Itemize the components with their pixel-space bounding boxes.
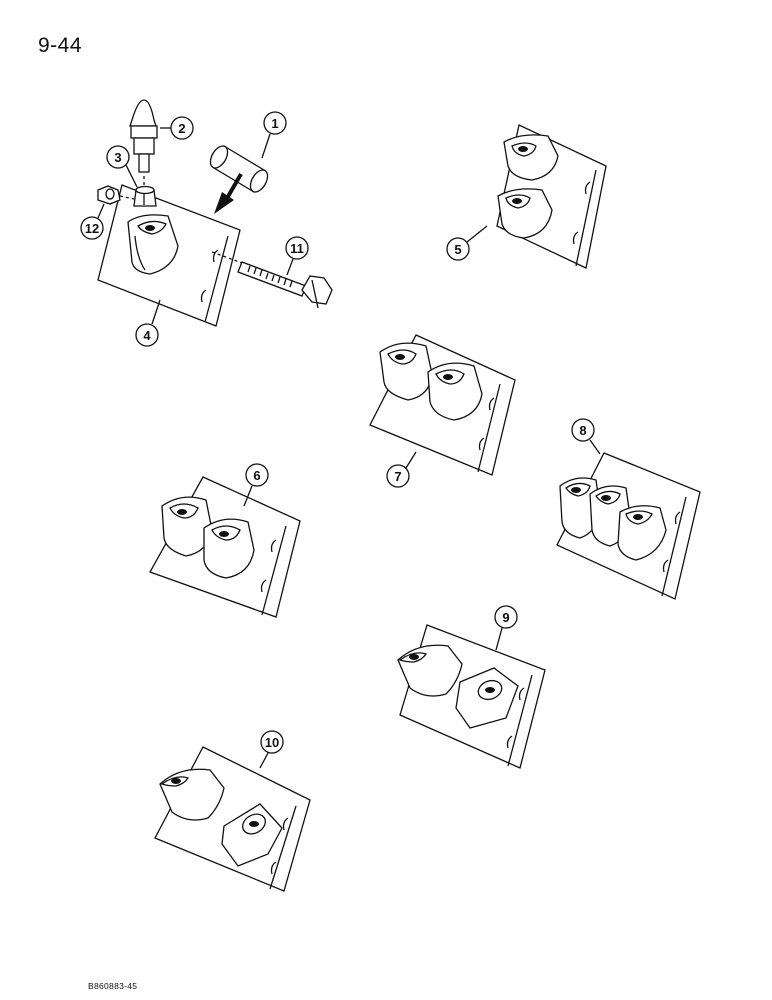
callout-5: 5 xyxy=(446,225,488,261)
callout-1: 1 xyxy=(261,111,287,159)
assembly-10 xyxy=(154,746,311,892)
callout-4: 4 xyxy=(135,299,161,347)
svg-text:12: 12 xyxy=(85,221,99,236)
install-direction-arrow-icon xyxy=(214,173,243,214)
svg-text:9: 9 xyxy=(502,610,509,625)
assembly-7 xyxy=(369,334,516,476)
svg-text:2: 2 xyxy=(178,121,185,136)
callout-9: 9 xyxy=(494,605,518,651)
callout-8: 8 xyxy=(571,418,601,455)
bolt-11 xyxy=(211,251,333,309)
callout-10: 10 xyxy=(259,730,284,769)
page-number: 9-44 xyxy=(38,34,83,57)
callout-2: 2 xyxy=(160,116,194,140)
svg-text:4: 4 xyxy=(143,328,151,343)
svg-text:3: 3 xyxy=(114,150,121,165)
assembly-9 xyxy=(397,624,546,769)
callout-7: 7 xyxy=(386,451,417,488)
callout-12: 12 xyxy=(80,203,105,240)
retainer-3 xyxy=(133,185,157,207)
callout-11: 11 xyxy=(285,236,309,276)
assembly-5 xyxy=(496,124,607,269)
svg-text:10: 10 xyxy=(265,735,279,750)
svg-text:1: 1 xyxy=(271,116,278,131)
assembly-6 xyxy=(149,476,301,618)
pick-2 xyxy=(129,99,158,200)
svg-text:7: 7 xyxy=(394,469,401,484)
svg-text:11: 11 xyxy=(290,241,304,256)
svg-text:5: 5 xyxy=(454,242,461,257)
nut-12 xyxy=(97,185,135,205)
assembly-4 xyxy=(97,184,241,327)
figure-code: B860883-45 xyxy=(88,981,138,991)
svg-text:6: 6 xyxy=(253,468,260,483)
callout-3: 3 xyxy=(106,145,138,188)
sleeve-1 xyxy=(209,145,269,193)
assembly-8 xyxy=(556,452,701,600)
callout-6: 6 xyxy=(243,463,269,507)
svg-text:8: 8 xyxy=(579,423,586,438)
